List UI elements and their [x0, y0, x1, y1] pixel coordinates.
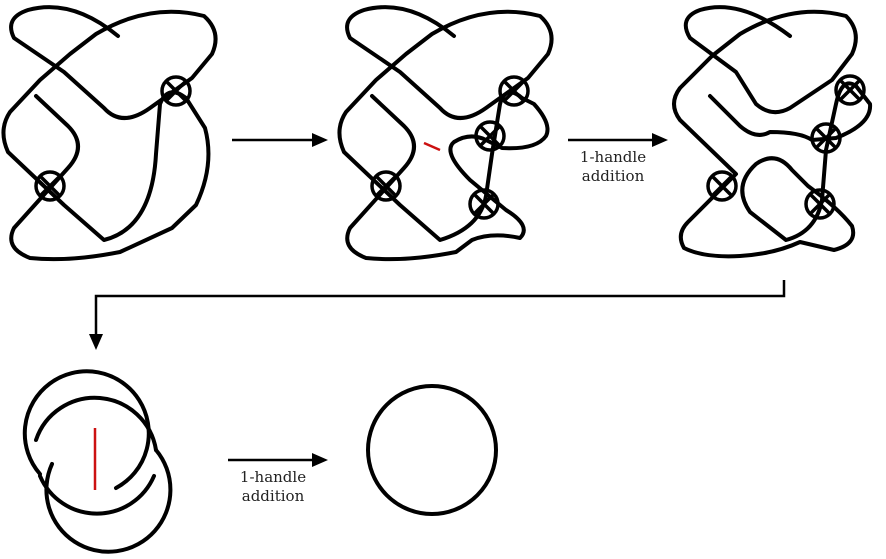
- panel-1-virtual-knot: [1, 5, 218, 262]
- panel-2-knot-with-band: [337, 5, 554, 262]
- arrow-5: 1-handle addition: [228, 453, 328, 505]
- virtual-crossing-icon: [34, 170, 66, 202]
- arrow-5-label-line-2: addition: [242, 487, 305, 505]
- arrow-2: 1-handle addition: [568, 133, 668, 185]
- arrow-2-label-line-2: addition: [582, 167, 645, 185]
- arrow-2-label-line-1: 1-handle: [580, 148, 646, 166]
- virtual-crossing-icon: [370, 170, 402, 202]
- connector-arrow: [89, 280, 786, 350]
- panel-3-knot-after-handle: [672, 5, 873, 259]
- panel-5-unknot: [366, 384, 498, 516]
- arrow-5-label-line-1: 1-handle: [240, 468, 306, 486]
- virtual-crossing-icon: [498, 75, 530, 107]
- panel-4-linked-circles: [22, 369, 173, 554]
- virtual-crossing-icon: [706, 170, 738, 202]
- band-arc: [423, 141, 441, 152]
- arrow-1: [232, 133, 328, 147]
- virtual-crossing-icon: [160, 75, 192, 107]
